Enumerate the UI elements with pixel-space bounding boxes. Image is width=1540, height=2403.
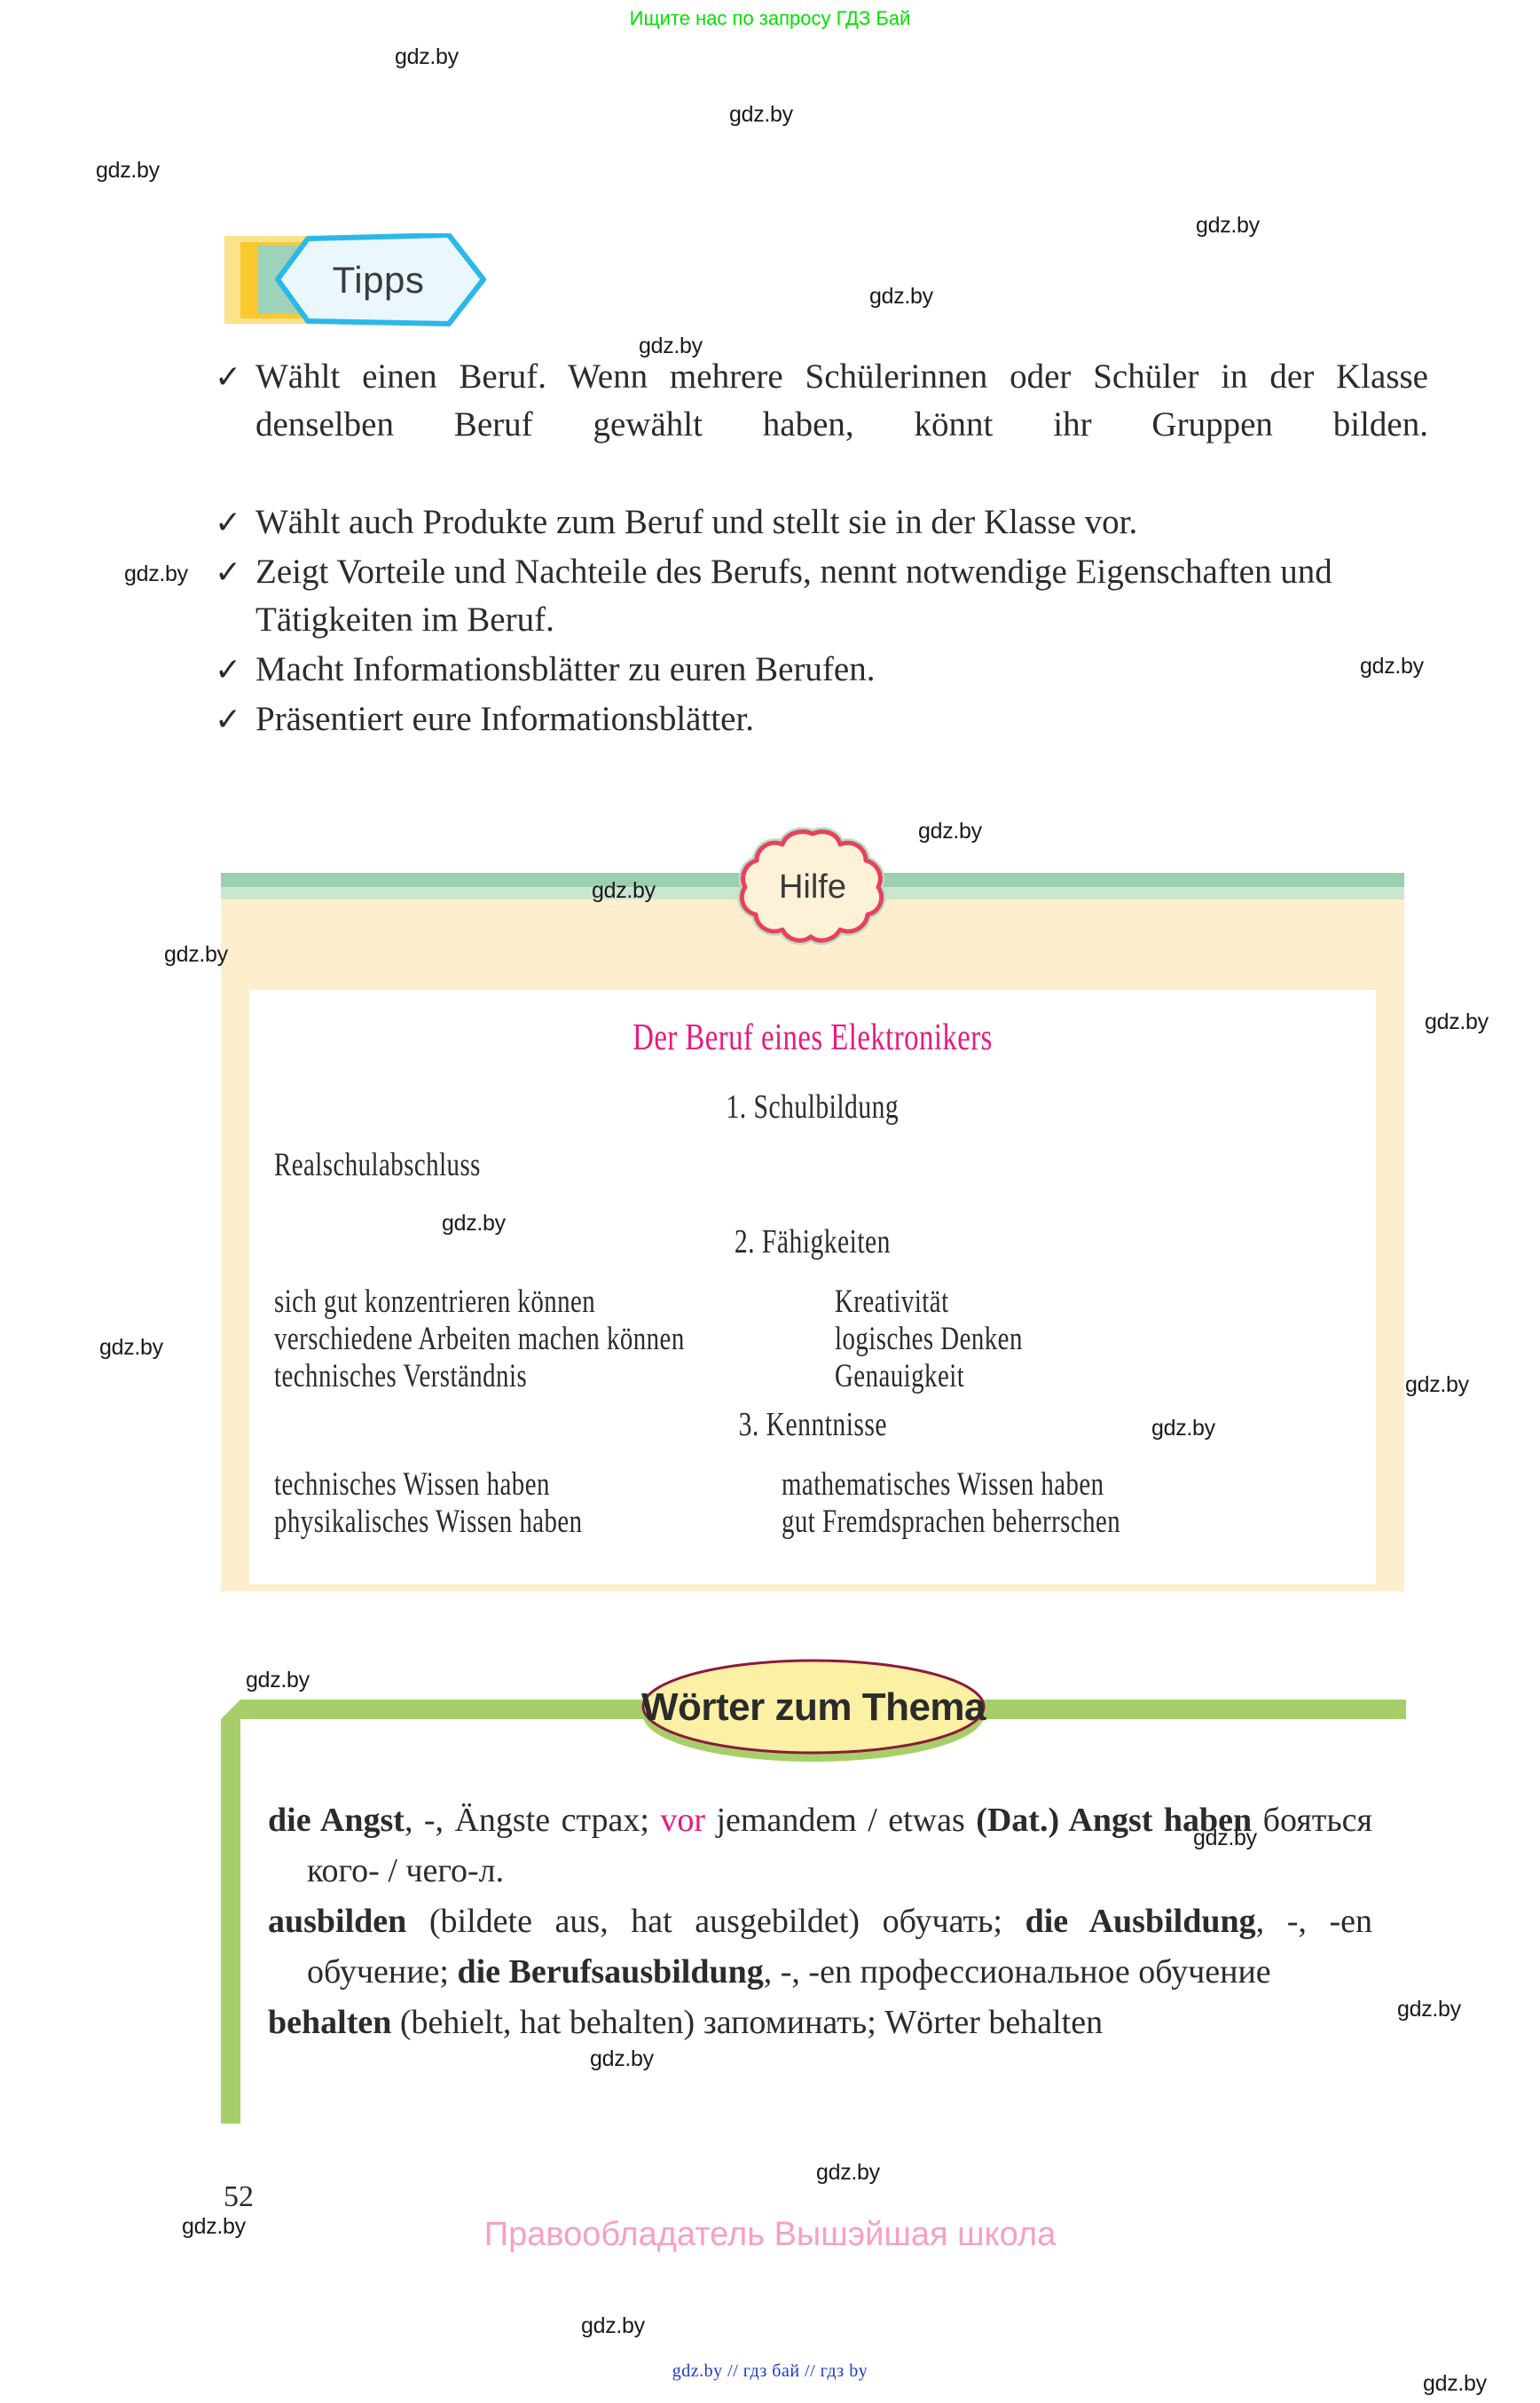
woerter-badge-label: Wörter zum Thema xyxy=(640,1685,986,1729)
tipps-badge: Tipps xyxy=(224,233,486,326)
list-item-text: Zeigt Vorteile und Nachteile des Berufs,… xyxy=(255,553,1332,639)
watermark-tag: gdz.by xyxy=(1397,1997,1461,2022)
watermark-tag: gdz.by xyxy=(918,819,982,844)
check-icon: ✓ xyxy=(215,652,242,687)
vocabulary-entry: behalten (behielt, hat behalten) запомин… xyxy=(268,1998,1372,2048)
vocabulary-entry: ausbilden (bildete aus, hat ausgebildet)… xyxy=(268,1896,1372,1998)
hilfe-entry: Realschulabschluss xyxy=(274,1147,481,1183)
watermark-tag: gdz.by xyxy=(581,2313,645,2338)
watermark-tag: gdz.by xyxy=(590,2046,654,2071)
watermark-tag: gdz.by xyxy=(442,1211,506,1236)
list-item: ✓ Wählt einen Beruf. Wenn mehrere Schüle… xyxy=(211,353,1428,497)
hilfe-content-box: Der Beruf eines Elektronikers 1. Schulbi… xyxy=(249,990,1376,1584)
list-item-text: Wählt auch Produkte zum Beruf und stellt… xyxy=(255,503,1138,541)
hilfe-entry: gut Fremdsprachen beherrschen xyxy=(782,1504,1121,1540)
list-item-text: Macht Informationsblätter zu euren Beruf… xyxy=(255,650,876,688)
hilfe-badge-label: Hilfe xyxy=(778,868,847,906)
watermark-tag: gdz.by xyxy=(592,878,656,903)
hilfe-entry: logisches Denken xyxy=(835,1321,1023,1357)
hilfe-entry: Genauigkeit xyxy=(835,1358,965,1394)
list-item: ✓ Macht Informationsblätter zu euren Ber… xyxy=(211,646,1428,694)
watermark-tag: gdz.by xyxy=(1193,1826,1257,1850)
list-item: ✓ Wählt auch Produkte zum Beruf und stel… xyxy=(211,499,1428,546)
hilfe-title-text: Der Beruf eines Elektronikers xyxy=(632,1017,993,1058)
check-icon: ✓ xyxy=(215,702,242,737)
watermark-bottom-link: gdz.by // гдз бай // гдз by xyxy=(672,2361,868,2381)
watermark-tag: gdz.by xyxy=(395,44,459,69)
hexagon-icon xyxy=(275,233,486,326)
woerter-side-bar xyxy=(221,1719,240,2124)
list-item: ✓ Zeigt Vorteile und Nachteile des Beruf… xyxy=(211,548,1428,644)
hilfe-body: Der Beruf eines Elektronikers 1. Schulbi… xyxy=(221,899,1404,1591)
watermark-tag: gdz.by xyxy=(96,158,160,183)
vocabulary-list: die Angst, -, Ängste страх; vor jemandem… xyxy=(268,1795,1372,2048)
watermark-tag: gdz.by xyxy=(1151,1416,1215,1441)
hilfe-entry: mathematisches Wissen haben xyxy=(782,1466,1104,1503)
watermark-tag: gdz.by xyxy=(182,2214,246,2239)
hilfe-title: Der Beruf eines Elektronikers xyxy=(249,1017,1376,1059)
vocabulary-entry-text: behalten (behielt, hat behalten) запомин… xyxy=(268,2004,1104,2041)
watermark-tag: gdz.by xyxy=(1423,2371,1487,2396)
watermark-tag: gdz.by xyxy=(246,1668,310,1692)
watermark-tag: gdz.by xyxy=(1405,1372,1469,1397)
page-number: 52 xyxy=(224,2180,254,2213)
watermark-top-banner: Ищите нас по запросу ГДЗ Бай xyxy=(629,7,911,29)
woerter-section: Wörter zum Thema die Angst, -, Ängste ст… xyxy=(221,1659,1406,2125)
watermark-tag: gdz.by xyxy=(816,2160,880,2185)
hilfe-entry: physikalisches Wissen haben xyxy=(274,1504,583,1540)
watermark-tag: gdz.by xyxy=(99,1335,163,1360)
hilfe-entry: technisches Verständnis xyxy=(274,1358,528,1394)
check-icon: ✓ xyxy=(215,359,242,395)
tipps-list: ✓ Wählt einen Beruf. Wenn mehrere Schüle… xyxy=(211,353,1428,745)
watermark-tag: gdz.by xyxy=(639,334,703,358)
list-item-text: Wählt einen Beruf. Wenn mehrere Schüleri… xyxy=(255,357,1428,444)
ellipse-badge-icon xyxy=(641,1659,986,1762)
vocabulary-entry: die Angst, -, Ängste страх; vor jemandem… xyxy=(268,1795,1372,1896)
check-icon: ✓ xyxy=(215,505,242,540)
watermark-tag: gdz.by xyxy=(1425,1009,1489,1034)
watermark-tag: gdz.by xyxy=(1196,213,1260,238)
hilfe-heading-2: 2. Fähigkeiten xyxy=(734,1223,892,1260)
hilfe-entry: verschiedene Arbeiten machen können xyxy=(274,1321,685,1357)
copyright-notice: Правообладатель Вышэйшая школа xyxy=(483,2216,1057,2253)
list-item-text: Präsentiert eure Informationsblätter. xyxy=(255,700,755,738)
hilfe-heading-3: 3. Kenntnisse xyxy=(738,1406,887,1443)
woerter-corner-notch xyxy=(221,1700,240,1719)
watermark-tag: gdz.by xyxy=(1360,654,1424,679)
hilfe-entry: Kreativität xyxy=(835,1284,949,1320)
watermark-tag: gdz.by xyxy=(124,561,188,586)
hilfe-entry: sich gut konzentrieren können xyxy=(274,1284,596,1320)
cloud-badge-icon xyxy=(737,827,886,946)
vocabulary-entry-text: die Angst, -, Ängste страх; vor jemandem… xyxy=(268,1802,1373,1889)
list-item: ✓ Präsentiert eure Informationsblätter. xyxy=(211,695,1428,743)
watermark-tag: gdz.by xyxy=(164,942,228,967)
vocabulary-entry-text: ausbilden (bildete aus, hat ausgebildet)… xyxy=(268,1903,1372,1991)
tipps-badge-label: Tipps xyxy=(332,258,425,301)
check-icon: ✓ xyxy=(215,554,242,590)
watermark-tag: gdz.by xyxy=(869,284,933,309)
hilfe-heading-1: 1. Schulbildung xyxy=(726,1088,900,1126)
watermark-tag: gdz.by xyxy=(729,102,793,127)
hilfe-entry: technisches Wissen haben xyxy=(274,1466,550,1503)
